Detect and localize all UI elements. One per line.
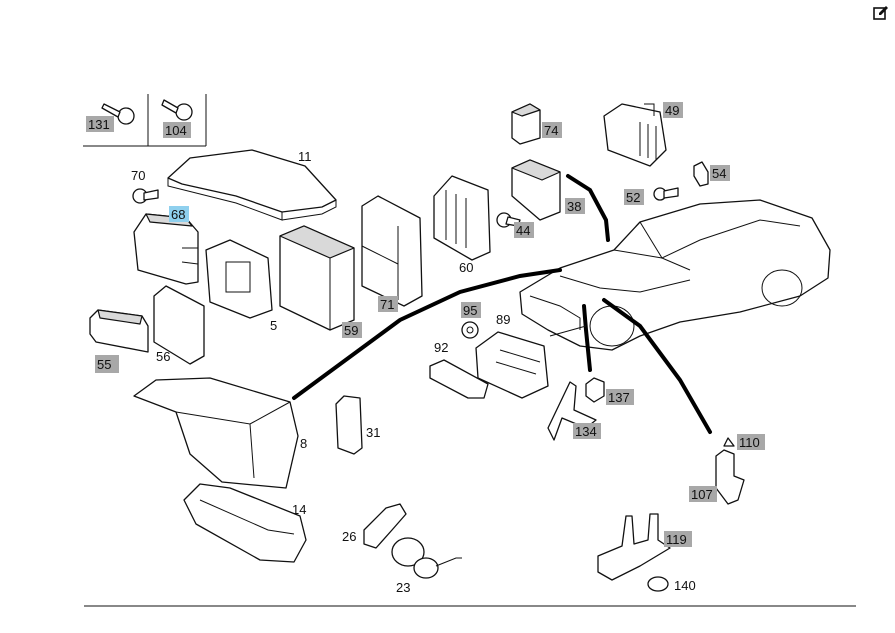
callout-14[interactable]: 14 — [292, 502, 306, 517]
callout-140[interactable]: 140 — [674, 578, 696, 593]
part-38-holder[interactable] — [511, 159, 561, 221]
callout-38[interactable]: 38 — [567, 199, 581, 214]
callout-55[interactable]: 55 — [97, 357, 111, 372]
callout-89[interactable]: 89 — [496, 312, 510, 327]
part-31-cover[interactable] — [335, 395, 363, 455]
leader-arrows — [292, 174, 712, 434]
part-68-module[interactable] — [133, 213, 199, 285]
part-49-control-module[interactable] — [603, 103, 667, 167]
part-131-screw[interactable] — [101, 103, 135, 125]
callout-54[interactable]: 54 — [712, 166, 726, 181]
callout-60[interactable]: 60 — [459, 260, 473, 275]
part-119-bracket[interactable] — [597, 513, 671, 581]
callout-56[interactable]: 56 — [156, 349, 170, 364]
callout-107[interactable]: 107 — [691, 487, 713, 502]
part-26-hose[interactable] — [363, 503, 407, 549]
part-8-tray[interactable] — [133, 377, 299, 489]
callout-5[interactable]: 5 — [270, 318, 277, 333]
part-92-bracket[interactable] — [429, 359, 489, 399]
part-74-relay[interactable] — [511, 103, 541, 145]
part-56-control-unit[interactable] — [153, 285, 205, 365]
callout-71[interactable]: 71 — [380, 297, 394, 312]
callout-134[interactable]: 134 — [575, 424, 597, 439]
part-52-screw[interactable] — [653, 187, 679, 201]
part-107-sensor[interactable] — [715, 449, 745, 505]
callout-95[interactable]: 95 — [463, 303, 477, 318]
callout-8[interactable]: 8 — [300, 436, 307, 451]
part-54-clip[interactable] — [693, 161, 709, 187]
part-11-cover[interactable] — [167, 149, 337, 221]
part-137-nut[interactable] — [585, 377, 605, 403]
callout-23[interactable]: 23 — [396, 580, 410, 595]
callout-49[interactable]: 49 — [665, 103, 679, 118]
part-104-screw[interactable] — [161, 99, 193, 121]
callout-137[interactable]: 137 — [608, 390, 630, 405]
callout-52[interactable]: 52 — [626, 190, 640, 205]
callout-11[interactable]: 11 — [298, 149, 312, 164]
callout-119[interactable]: 119 — [666, 532, 687, 547]
callout-110[interactable]: 110 — [739, 435, 760, 450]
callout-44[interactable]: 44 — [516, 223, 530, 238]
callout-92[interactable]: 92 — [434, 340, 448, 355]
part-95-grommet[interactable] — [461, 321, 479, 339]
callout-59[interactable]: 59 — [344, 323, 358, 338]
part-59-relay-box[interactable] — [279, 225, 355, 331]
part-71-module[interactable] — [361, 195, 423, 307]
callout-26[interactable]: 26 — [342, 529, 356, 544]
part-110-cap[interactable] — [723, 437, 735, 447]
part-23-horn[interactable] — [391, 537, 462, 579]
part-14-lower-tray[interactable] — [183, 483, 307, 563]
callout-68[interactable]: 68 — [171, 207, 185, 222]
part-70-screw[interactable] — [132, 188, 159, 204]
callout-labels: 131 104 70 68 11 74 49 54 52 38 44 60 5 … — [88, 103, 760, 595]
screw-table-frame — [83, 94, 207, 147]
callout-131[interactable]: 131 — [88, 117, 110, 132]
callout-70[interactable]: 70 — [131, 168, 145, 183]
part-140-grommet[interactable] — [647, 576, 669, 592]
callout-104[interactable]: 104 — [165, 123, 187, 138]
edit-icon[interactable] — [872, 4, 890, 22]
callout-74[interactable]: 74 — [544, 123, 558, 138]
callout-31[interactable]: 31 — [366, 425, 380, 440]
part-55-relay-socket[interactable] — [89, 309, 149, 353]
part-60-control-unit[interactable] — [433, 175, 491, 261]
car-outline[interactable] — [519, 199, 831, 351]
callout-boxes — [86, 102, 765, 547]
part-5-bracket[interactable] — [205, 239, 273, 319]
